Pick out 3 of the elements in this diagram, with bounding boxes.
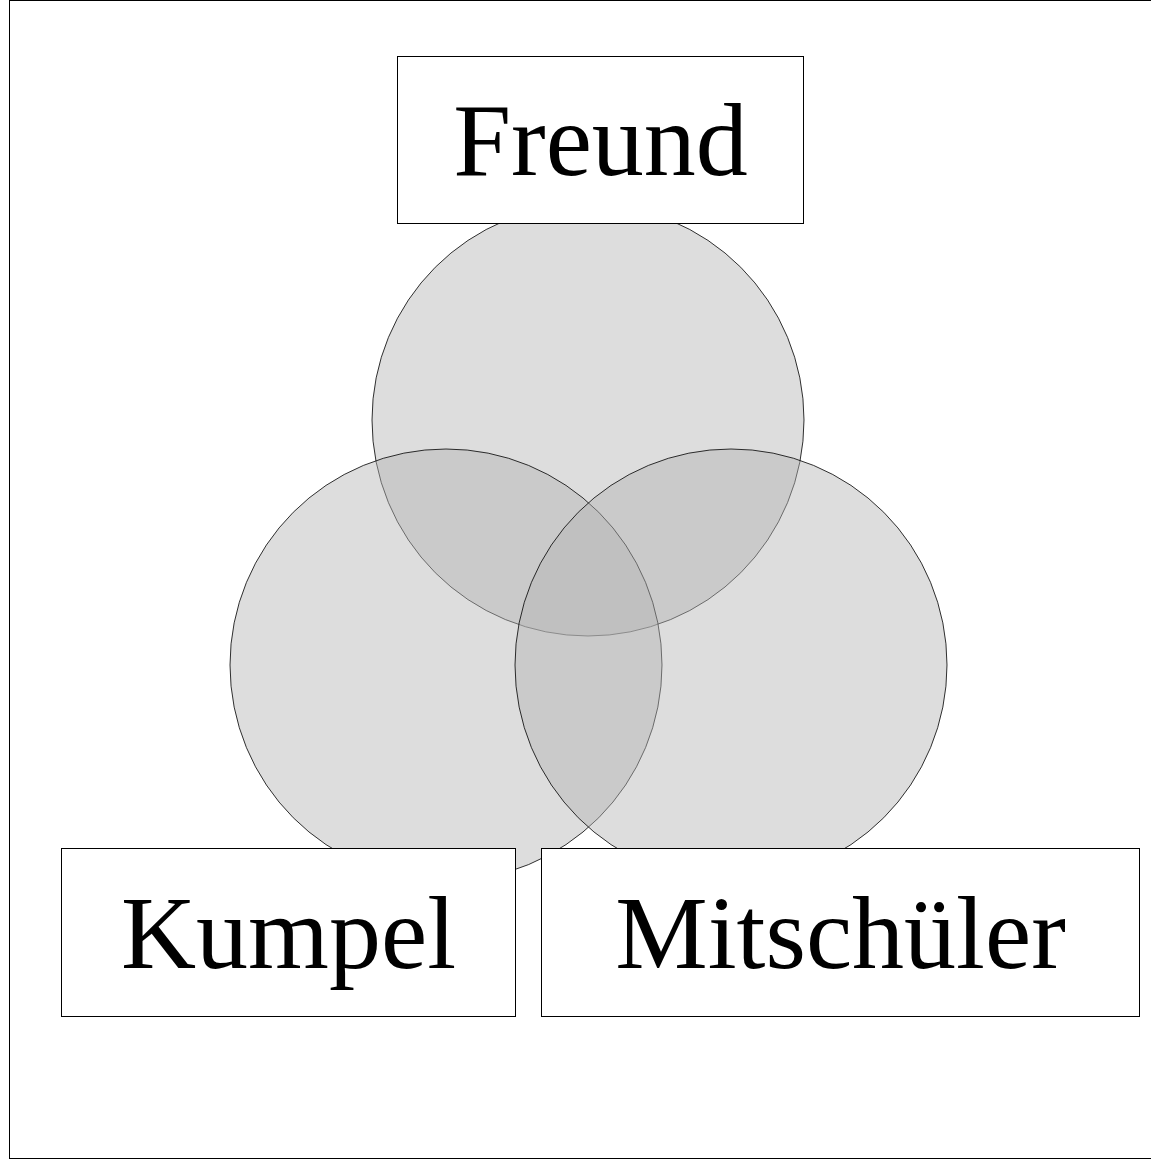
set-label: Freund <box>397 56 804 224</box>
set-label: Kumpel <box>61 848 516 1017</box>
set-label: Mitschüler <box>541 848 1140 1017</box>
